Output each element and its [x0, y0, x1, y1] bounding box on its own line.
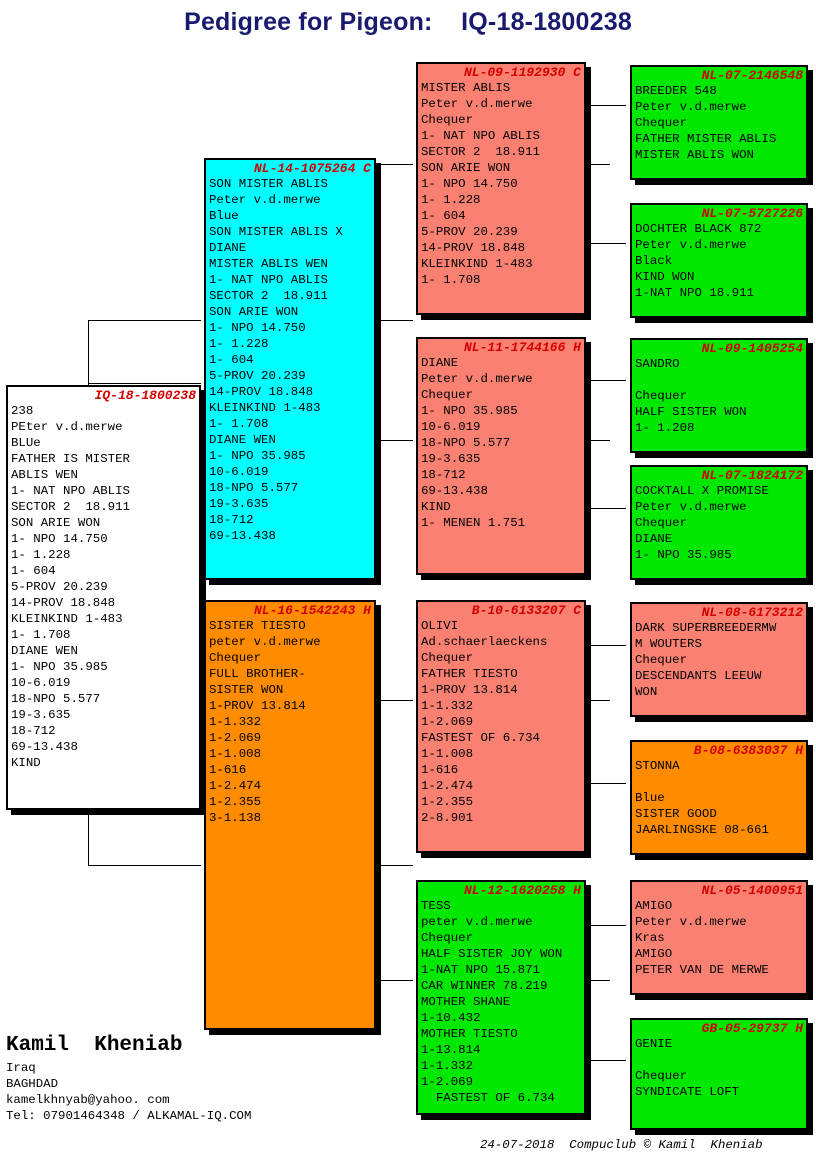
ring-number: NL-07-5727226	[632, 205, 806, 221]
pedigree-box-gen3-2[interactable]: NL-11-1744166 H DIANE Peter v.d.merwe Ch…	[416, 337, 586, 575]
pedigree-details: SON MISTER ABLIS Peter v.d.merwe Blue SO…	[209, 177, 343, 543]
ring-number: NL-14-1075264 C	[206, 160, 374, 176]
connector-line	[588, 783, 626, 784]
pedigree-details: DARK SUPERBREEDERMW M WOUTERS Chequer DE…	[635, 621, 777, 699]
pedigree-box-gen4-1[interactable]: NL-07-2146548 BREEDER 548 Peter v.d.merw…	[630, 65, 808, 180]
ring-number: IQ-18-1800238	[8, 387, 199, 403]
connector-line	[588, 925, 626, 926]
ring-number: NL-12-1620258 H	[418, 882, 584, 898]
pedigree-details: COCKTALL X PROMISE Peter v.d.merwe Chequ…	[635, 484, 769, 562]
connector-line	[588, 105, 589, 243]
connector-line	[375, 440, 413, 441]
pedigree-box-gen2-dam[interactable]: NL-16-1542243 H SISTER TIESTO peter v.d.…	[204, 600, 376, 1030]
pedigree-details: DIANE Peter v.d.merwe Chequer 1- NPO 35.…	[421, 356, 533, 530]
pedigree-details: BREEDER 548 Peter v.d.merwe Chequer FATH…	[635, 84, 777, 162]
pedigree-box-gen2-sire[interactable]: NL-14-1075264 C SON MISTER ABLIS Peter v…	[204, 158, 376, 580]
owner-name: Kamil Kheniab	[6, 1034, 183, 1057]
pedigree-box-gen3-4[interactable]: NL-12-1620258 H TESS peter v.d.merwe Che…	[416, 880, 586, 1115]
ring-number: GB-05-29737 H	[632, 1020, 806, 1036]
pedigree-box-gen4-7[interactable]: NL-05-1400951 AMIGO Peter v.d.merwe Kras…	[630, 880, 808, 995]
pedigree-details: MISTER ABLIS Peter v.d.merwe Chequer 1- …	[421, 81, 540, 287]
connector-line	[588, 980, 610, 981]
page-title: Pedigree for Pigeon: IQ-18-1800238	[184, 8, 632, 36]
pedigree-box-gen4-6[interactable]: B-08-6383037 H STONNA Blue SISTER GOOD J…	[630, 740, 808, 855]
pedigree-box-gen4-5[interactable]: NL-08-6173212 DARK SUPERBREEDERMW M WOUT…	[630, 602, 808, 717]
ring-number: B-10-6133207 C	[418, 602, 584, 618]
connector-line	[588, 440, 610, 441]
connector-line	[588, 380, 589, 508]
connector-line	[588, 243, 626, 244]
ring-number: NL-07-2146548	[632, 67, 806, 83]
connector-line	[588, 1060, 626, 1061]
connector-line	[375, 320, 413, 321]
connector-line	[88, 320, 201, 321]
connector-line	[375, 700, 413, 701]
connector-line	[88, 383, 201, 384]
ring-number: NL-09-1405254	[632, 340, 806, 356]
ring-number: NL-07-1824172	[632, 467, 806, 483]
pedigree-details: SANDRO Chequer HALF SISTER WON 1- 1.208	[635, 357, 747, 435]
connector-line	[588, 164, 610, 165]
connector-line	[588, 645, 626, 646]
connector-line	[588, 645, 589, 783]
connector-line	[588, 508, 626, 509]
connector-line	[588, 700, 610, 701]
connector-line	[588, 380, 626, 381]
pedigree-details: STONNA Blue SISTER GOOD JAARLINGSKE 08-6…	[635, 759, 769, 837]
connector-line	[375, 164, 413, 165]
pedigree-details: GENIE Chequer SYNDICATE LOFT	[635, 1037, 740, 1099]
pedigree-details: 238 PEter v.d.merwe BLUe FATHER IS MISTE…	[11, 404, 130, 770]
connector-line	[588, 105, 626, 106]
pedigree-box-gen4-4[interactable]: NL-07-1824172 COCKTALL X PROMISE Peter v…	[630, 465, 808, 580]
pedigree-box-subject[interactable]: IQ-18-1800238 238 PEter v.d.merwe BLUe F…	[6, 385, 201, 810]
pedigree-details: SISTER TIESTO peter v.d.merwe Chequer FU…	[209, 619, 321, 825]
pedigree-box-gen4-8[interactable]: GB-05-29737 H GENIE Chequer SYNDICATE LO…	[630, 1018, 808, 1130]
pedigree-details: DOCHTER BLACK 872 Peter v.d.merwe Black …	[635, 222, 762, 300]
pedigree-details: TESS peter v.d.merwe Chequer HALF SISTER…	[421, 899, 563, 1105]
pedigree-box-gen3-1[interactable]: NL-09-1192930 C MISTER ABLIS Peter v.d.m…	[416, 62, 586, 315]
owner-contact-details: Iraq BAGHDAD kamelkhnyab@yahoo. com Tel:…	[6, 1061, 252, 1123]
pedigree-box-gen4-2[interactable]: NL-07-5727226 DOCHTER BLACK 872 Peter v.…	[630, 203, 808, 318]
ring-number: NL-16-1542243 H	[206, 602, 374, 618]
pedigree-box-gen4-3[interactable]: NL-09-1405254 SANDRO Chequer HALF SISTER…	[630, 338, 808, 453]
pedigree-details: OLIVI Ad.schaerlaeckens Chequer FATHER T…	[421, 619, 548, 825]
credit-line: 24-07-2018 Compuclub © Kamil Kheniab	[480, 1138, 763, 1152]
pedigree-details: AMIGO Peter v.d.merwe Kras AMIGO PETER V…	[635, 899, 769, 977]
connector-line	[588, 925, 589, 1060]
ring-number: NL-08-6173212	[632, 604, 806, 620]
connector-line	[88, 865, 201, 866]
pedigree-box-gen3-3[interactable]: B-10-6133207 C OLIVI Ad.schaerlaeckens C…	[416, 600, 586, 853]
ring-number: NL-05-1400951	[632, 882, 806, 898]
connector-line	[375, 865, 413, 866]
connector-line	[375, 980, 413, 981]
ring-number: NL-09-1192930 C	[418, 64, 584, 80]
ring-number: NL-11-1744166 H	[418, 339, 584, 355]
ring-number: B-08-6383037 H	[632, 742, 806, 758]
